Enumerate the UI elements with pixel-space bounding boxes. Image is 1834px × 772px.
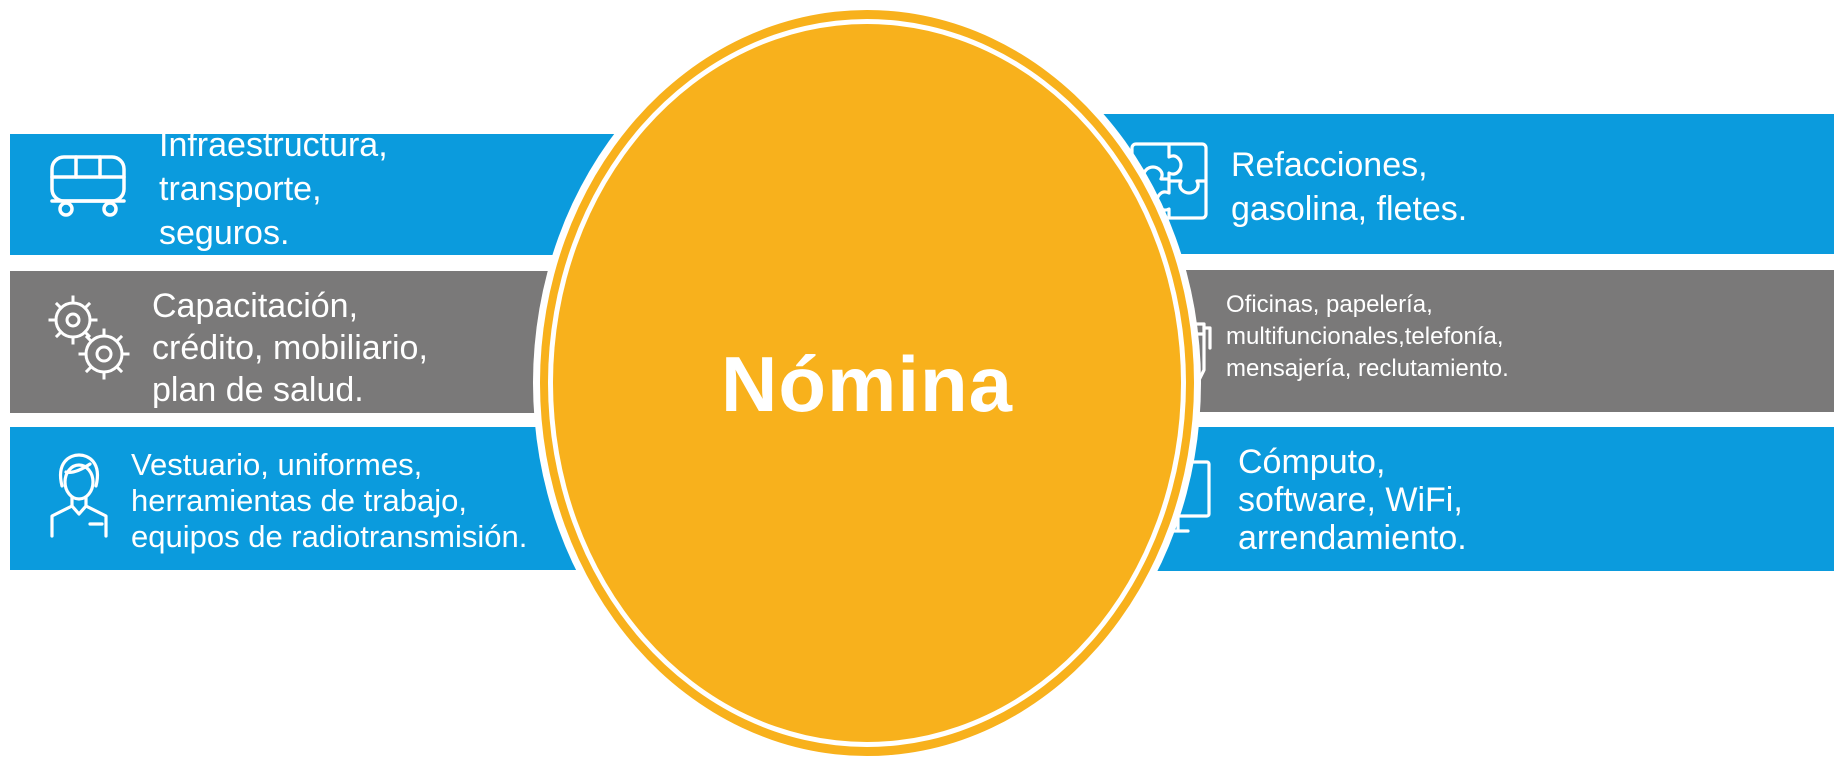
bus-icon: [48, 153, 128, 219]
center-circle: [533, 2, 1201, 764]
label-infraestructura: Infraestructura, transporte, seguros.: [159, 126, 388, 252]
puzzle-icon: [1129, 141, 1209, 221]
label-vestuario: Vestuario, uniformes, herramientas de tr…: [131, 447, 528, 554]
label-refacciones: Refacciones, gasolina, fletes.: [1231, 146, 1468, 228]
worker-icon: [48, 452, 110, 538]
label-oficinas: Oficinas, papelería, multifuncionales,te…: [1226, 291, 1509, 382]
label-computo: Cómputo, software, WiFi, arrendamiento.: [1238, 443, 1467, 557]
gears-icon: [48, 293, 130, 383]
center-title: Nómina: [720, 340, 1014, 428]
label-capacitacion: Capacitación, crédito, mobiliario, plan …: [152, 287, 428, 409]
